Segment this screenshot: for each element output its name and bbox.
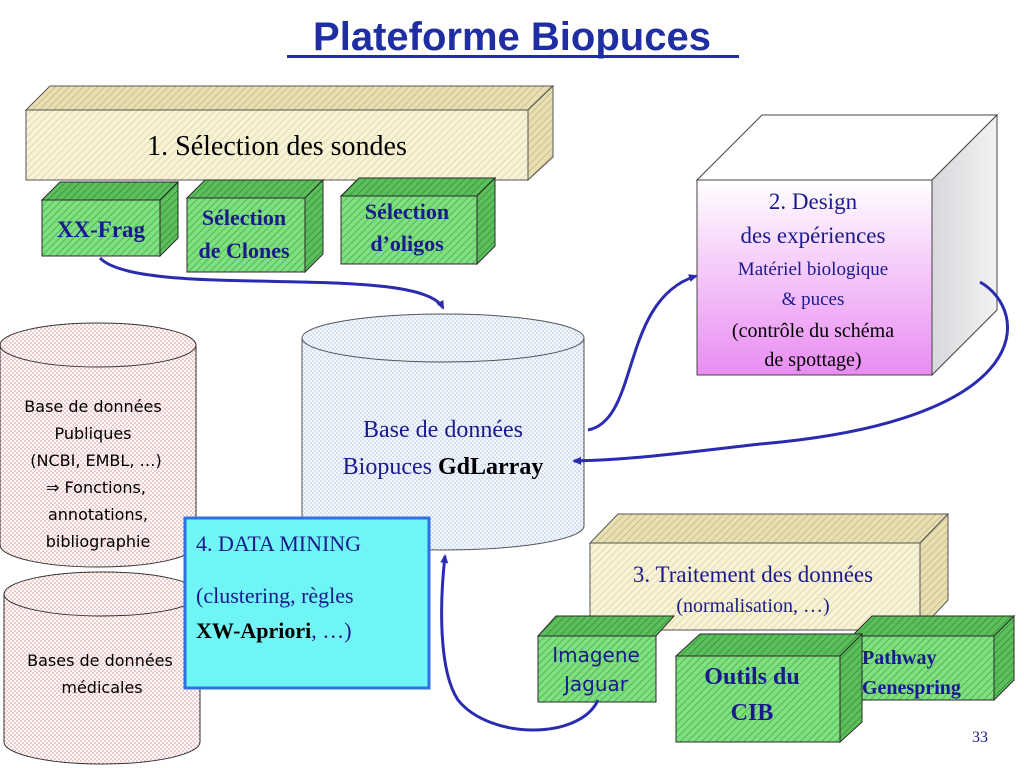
step3-line1: 3. Traitement des données xyxy=(633,562,873,587)
probe-oligos: Sélection d’oligos xyxy=(339,176,497,266)
step4-xwapriori: XW-Apriori xyxy=(196,618,311,643)
public-db-line3: (NCBI, EMBL, …) xyxy=(30,451,161,470)
public-db-line1: Base de données xyxy=(24,397,161,416)
central-db-line1: Base de données xyxy=(363,417,523,443)
tool-imagene-line1: Imagene xyxy=(552,643,640,667)
page-title: Plateforme Biopuces xyxy=(287,15,739,59)
tool-imagene-line2: Jaguar xyxy=(562,672,629,696)
tool-pathway-line1: Pathway xyxy=(862,647,936,669)
tool-pathway: Pathway Genespring xyxy=(850,614,1016,702)
step2-line3: Matériel biologique xyxy=(738,259,888,280)
arrow-design-to-db xyxy=(572,280,1010,465)
step2-line2: des expériences xyxy=(741,223,886,248)
tool-cib-line1: Outils du xyxy=(704,664,799,690)
medical-db-line1: Bases de données xyxy=(27,651,173,670)
probe-oligos-line1: Sélection xyxy=(365,199,449,224)
public-db-line4: ⇒ Fonctions, xyxy=(46,478,146,497)
step3-box: 3. Traitement des données (normalisation… xyxy=(588,512,950,632)
probe-xxfrag: XX-Frag xyxy=(40,180,180,258)
central-db-biopuces: Biopuces xyxy=(343,454,432,480)
tool-cib-line2: CIB xyxy=(731,700,774,726)
step2-cube: 2. Design des expériences Matériel biolo… xyxy=(695,113,999,377)
arrow-tools-to-db xyxy=(440,554,600,732)
probe-oligos-line2: d’oligos xyxy=(370,231,444,256)
step1-box: 1. Sélection des sondes xyxy=(24,84,555,182)
arrow-db-to-design xyxy=(587,274,698,432)
public-db-line5: annotations, xyxy=(48,505,148,524)
step4-line3: XW-Apriori, …) xyxy=(196,618,352,643)
title-text: Plateforme Biopuces xyxy=(313,15,711,59)
public-db-line6: bibliographie xyxy=(46,532,151,551)
title-underline xyxy=(287,55,739,58)
probe-clones: Sélection de Clones xyxy=(185,178,325,274)
step4-line1: 4. DATA MINING xyxy=(196,531,361,556)
tool-pathway-line2: Genespring xyxy=(862,677,961,699)
public-db-line2: Publiques xyxy=(54,424,131,443)
page-number: 33 xyxy=(972,729,988,746)
step2-line6: de spottage) xyxy=(764,349,861,371)
step4-line2: (clustering, règles xyxy=(196,583,354,608)
step2-line4: & puces xyxy=(782,289,845,310)
tool-cib: Outils du CIB xyxy=(674,632,864,744)
medical-db-cylinder: Bases de données médicales xyxy=(3,571,201,765)
step2-line1: 2. Design xyxy=(769,189,858,214)
probe-xxfrag-label: XX-Frag xyxy=(57,217,146,242)
step4-line3-suffix: , …) xyxy=(311,618,351,643)
probe-clones-line1: Sélection xyxy=(202,205,286,230)
step2-line5: (contrôle du schéma xyxy=(732,320,894,342)
tool-imagene: Imagene Jaguar xyxy=(536,615,676,703)
step4-box: 4. DATA MINING (clustering, règles XW-Ap… xyxy=(183,516,431,690)
step3-line2: (normalisation, …) xyxy=(676,595,829,617)
central-db-gdlarray: GdLarray xyxy=(438,454,543,480)
medical-db-line2: médicales xyxy=(61,678,142,697)
arrow-probes-to-db xyxy=(98,256,445,310)
probe-clones-line2: de Clones xyxy=(198,238,290,263)
step1-label: 1. Sélection des sondes xyxy=(147,131,407,162)
public-db-cylinder: Base de données Publiques (NCBI, EMBL, …… xyxy=(0,322,197,568)
